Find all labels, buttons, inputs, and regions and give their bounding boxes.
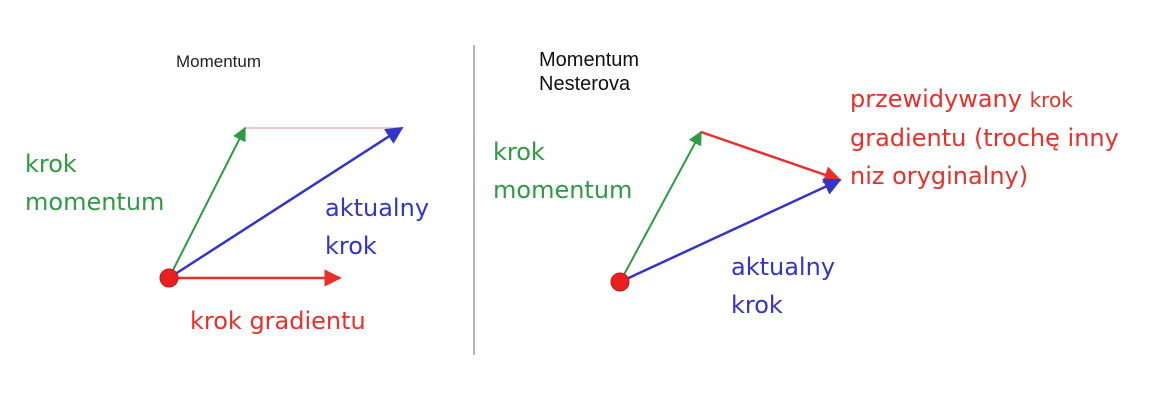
right-actual-step-label: aktualny krok	[731, 248, 835, 324]
left-actual-step-label-line1: aktualny	[325, 194, 430, 222]
right-panel-title-line1: Momentum	[539, 49, 640, 71]
left-momentum-label: krok momentum	[25, 145, 164, 221]
left-momentum-label-line1: krok	[25, 150, 77, 178]
right-predicted-gradient-word-b: krok	[1029, 88, 1073, 112]
left-actual-step-label-line2: krok	[325, 232, 377, 260]
right-predicted-gradient-arrow	[700, 130, 842, 184]
right-momentum-label-line1: krok	[493, 138, 545, 166]
right-momentum-label: krok momentum	[493, 133, 632, 209]
right-momentum-label-line2: momentum	[493, 176, 633, 204]
right-predicted-gradient-label-line2: gradientu (trochę inny	[850, 124, 1119, 152]
right-momentum-arrow	[619, 130, 702, 283]
left-panel-title: Momentum	[176, 52, 262, 71]
right-panel-title-line2: Nesterova	[539, 73, 631, 95]
right-actual-step-label-line2: krok	[731, 291, 783, 319]
right-predicted-gradient-label-line3: niz oryginalny)	[850, 162, 1029, 190]
right-predicted-gradient-word-a: przewidywany	[850, 85, 1022, 113]
left-start-point	[159, 268, 179, 288]
left-momentum-label-line2: momentum	[25, 188, 165, 216]
right-panel-title: Momentum Nesterova	[539, 48, 639, 96]
left-gradient-label: krok gradientu	[190, 307, 366, 335]
right-actual-step-label-line1: aktualny	[731, 253, 836, 281]
left-momentum-arrow	[168, 126, 246, 279]
right-actual-step-arrow	[619, 178, 842, 284]
left-actual-step-arrow	[168, 126, 404, 280]
right-predicted-gradient-label-line1: przewidywany krok	[850, 80, 1119, 119]
right-start-point	[610, 272, 630, 292]
left-actual-step-label: aktualny krok	[325, 189, 429, 265]
right-predicted-gradient-label: przewidywany krok gradientu (trochę inny…	[850, 80, 1119, 195]
